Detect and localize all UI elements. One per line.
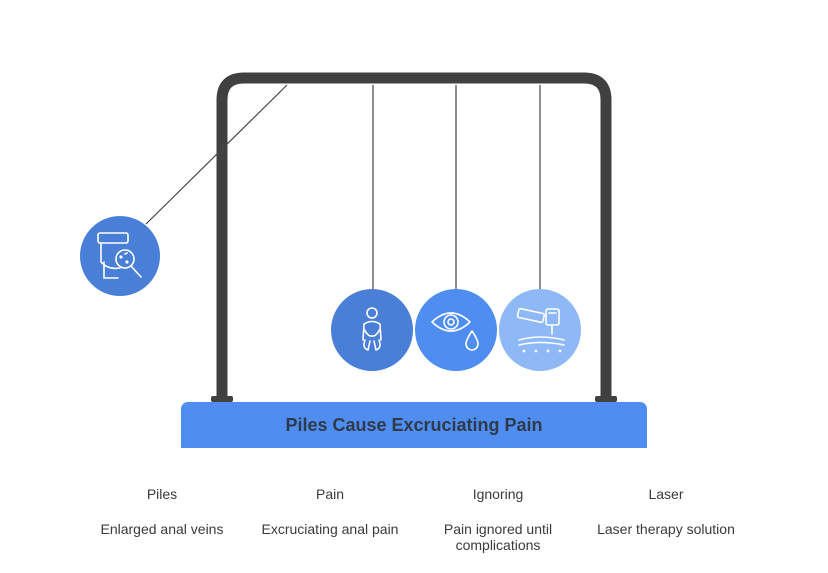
stage-title: Laser — [648, 486, 684, 502]
stage-description: Laser therapy solution — [597, 521, 735, 537]
cradle-base: Piles Cause Excruciating Pain — [181, 402, 647, 448]
stage-title: Ignoring — [472, 486, 524, 502]
ball-laser — [499, 289, 581, 371]
laser-device-icon — [516, 307, 565, 353]
person-in-pain-icon — [362, 307, 382, 351]
stage-ignoring: Ignoring Pain ignored until complication… — [413, 486, 583, 553]
diagram-title: Piles Cause Excruciating Pain — [285, 414, 543, 435]
stage-title: Piles — [146, 486, 178, 502]
eye-tear-icon — [431, 312, 479, 351]
ball-ignoring — [415, 289, 497, 371]
stage-title: Pain — [315, 486, 345, 502]
ball-piles — [80, 216, 160, 296]
stage-description: Pain ignored until complications — [443, 521, 553, 553]
frame-foot-right — [595, 396, 617, 402]
stage-pain: Pain Excruciating anal pain — [245, 486, 415, 537]
cradle-frame — [216, 72, 612, 400]
stage-description: Enlarged anal veins — [100, 521, 224, 537]
string-piles — [145, 84, 288, 225]
stage-laser: Laser Laser therapy solution — [581, 486, 751, 537]
stage-description: Excruciating anal pain — [261, 521, 399, 537]
frame-foot-left — [211, 396, 233, 402]
toilet-inspection-icon — [97, 232, 142, 279]
stage-piles: Piles Enlarged anal veins — [77, 486, 247, 537]
ball-pain — [331, 289, 413, 371]
